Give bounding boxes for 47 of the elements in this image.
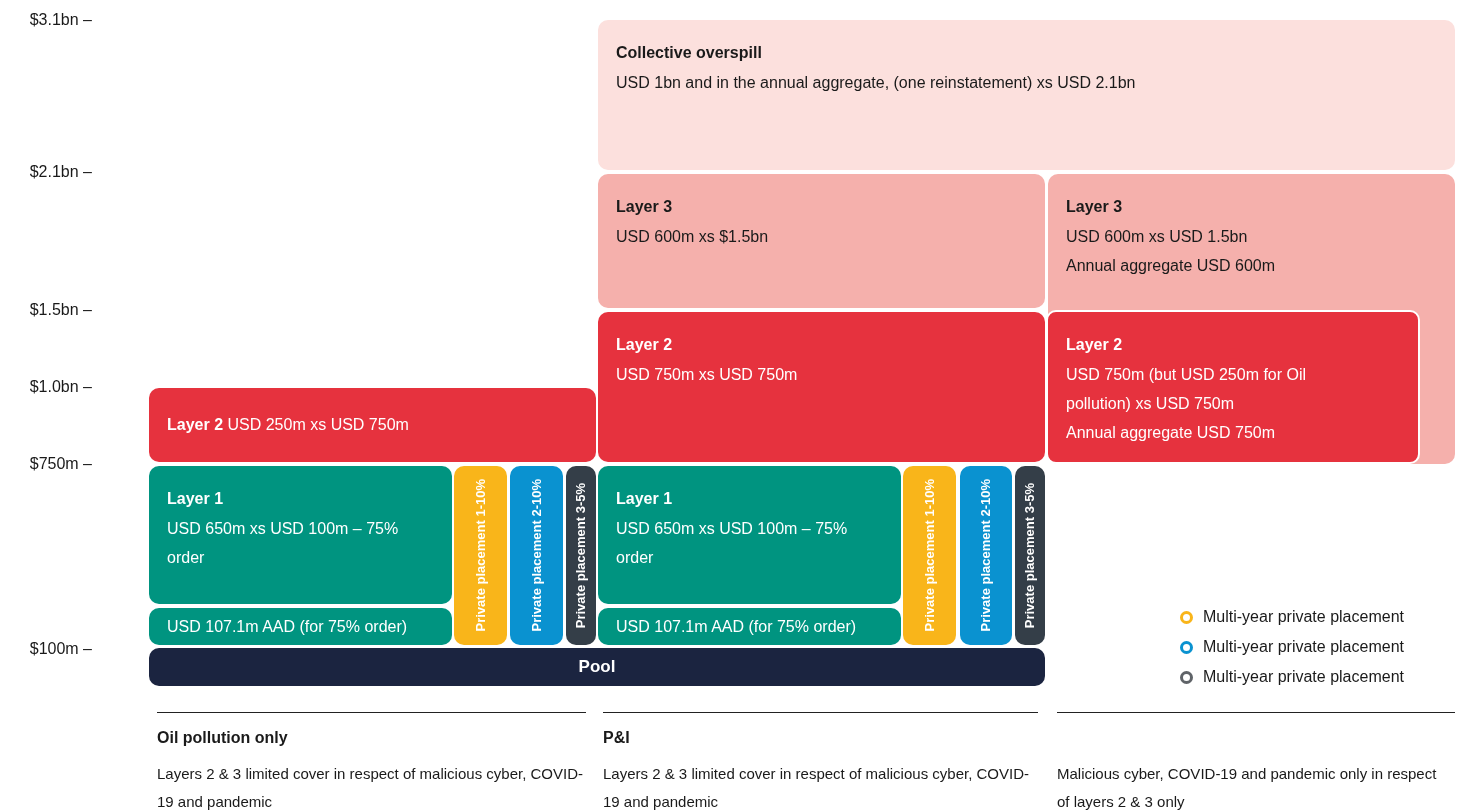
pool-bar: Pool xyxy=(149,648,1045,686)
column-note: Layers 2 & 3 limited cover in respect of malicious cyber, COVID-19 and pandemic xyxy=(157,764,584,811)
legend-label: Multi-year private placement xyxy=(1203,607,1404,627)
aad-bar: USD 107.1m AAD (for 75% order) xyxy=(149,608,452,645)
layer-block: Layer 2 USD 250m xs USD 750m xyxy=(149,388,596,462)
column-heading: P&I xyxy=(603,728,631,748)
column-heading: Oil pollution only xyxy=(157,728,289,748)
axis-tick-label: $100m – xyxy=(29,639,92,659)
layer-heading: Layer 3 xyxy=(1066,197,1124,217)
layer-block xyxy=(598,312,1045,462)
layer-description: USD 600m xs $1.5bn xyxy=(616,227,770,247)
legend-label: Multi-year private placement xyxy=(1203,637,1404,657)
layer-block xyxy=(1048,174,1455,464)
column-note: Malicious cyber, COVID-19 and pandemic only in respect of layers 2 & 3 only xyxy=(1057,764,1438,811)
layer-description: USD 750m (but USD 250m for Oil pollution) xs USD 750m xyxy=(1066,365,1308,414)
aad-bar: USD 107.1m AAD (for 75% order) xyxy=(598,608,901,645)
axis-tick-label: $1.5bn – xyxy=(29,300,92,320)
layer-heading: Layer 2 xyxy=(616,335,674,355)
layer-description: Annual aggregate USD 600m xyxy=(1066,256,1277,276)
overspill-layer-block xyxy=(598,20,1455,170)
layer-heading: Collective overspill xyxy=(616,43,763,63)
column-note: Layers 2 & 3 limited cover in respect of malicious cyber, COVID-19 and pandemic xyxy=(603,764,1030,811)
axis-tick-label: $1.0bn – xyxy=(29,377,92,397)
legend-label: Multi-year private placement xyxy=(1203,667,1404,687)
layer-block xyxy=(598,174,1045,308)
axis-tick-label: $750m – xyxy=(29,454,92,474)
placement-bar: Private placement 1-10% xyxy=(454,466,507,645)
layer-description: USD 750m xs USD 750m xyxy=(616,365,799,385)
layer-description: USD 1bn and in the annual aggregate, (one reinstatement) xs USD 2.1bn xyxy=(616,73,1137,93)
axis-tick-label: $2.1bn – xyxy=(29,162,92,182)
placement-bar: Private placement 2-10% xyxy=(960,466,1012,645)
placement-bar: Private placement 1-10% xyxy=(903,466,956,645)
layer-block xyxy=(598,466,901,604)
layer-block xyxy=(1046,310,1420,464)
placement-bar: Private placement 3-5% xyxy=(566,466,596,645)
placement-bar: Private placement 3-5% xyxy=(1015,466,1045,645)
axis-tick-label: $3.1bn – xyxy=(29,10,92,30)
layer-heading: Layer 1 xyxy=(616,489,674,509)
layer-heading: Layer 2 xyxy=(1066,335,1124,355)
layer-heading: Layer 1 xyxy=(167,489,225,509)
layer-heading: Layer 3 xyxy=(616,197,674,217)
layer-block xyxy=(149,466,452,604)
layer-description: USD 650m xs USD 100m – 75% order xyxy=(167,519,400,568)
placement-bar: Private placement 2-10% xyxy=(510,466,563,645)
layer-description: USD 600m xs USD 1.5bn xyxy=(1066,227,1249,247)
layer-description: Annual aggregate USD 750m xyxy=(1066,423,1277,443)
layer-description: USD 650m xs USD 100m – 75% order xyxy=(616,519,849,568)
